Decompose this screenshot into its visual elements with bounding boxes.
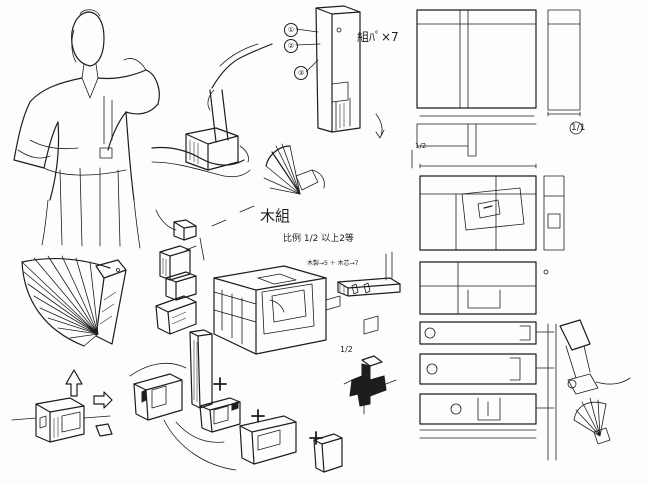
note-scale: 比例 1/2 以上2等 xyxy=(283,234,354,244)
figure-sketch xyxy=(13,9,160,249)
vertical-post-sketch xyxy=(295,5,385,139)
note-scale-4: 1/2 xyxy=(415,142,427,150)
elevation-view-2 xyxy=(419,163,565,315)
elevation-view-1 xyxy=(416,9,583,157)
assembly-pieces-sketch xyxy=(129,329,343,473)
note-scale-3: 1/1 xyxy=(571,123,586,133)
arrows-sketch xyxy=(65,369,113,409)
note-kumiko: 組ﾊﾟ×7 xyxy=(357,30,399,44)
box-assembly-sketch xyxy=(213,265,379,355)
note-scale-2: 1/2 xyxy=(340,345,353,354)
small-fan-sketch xyxy=(263,143,325,195)
hand-holding-block-sketch xyxy=(151,43,273,178)
block-pieces-sketch xyxy=(155,237,205,335)
note-kigumi: 木組 xyxy=(260,207,291,225)
large-fan-sketch xyxy=(21,255,127,347)
marker-2: ② xyxy=(284,39,298,53)
clamp-sketch xyxy=(155,205,255,241)
cross-joint-sketch xyxy=(343,355,397,415)
marker-1: ① xyxy=(284,23,298,37)
marker-3: ③ xyxy=(294,66,308,80)
hinge-sketch xyxy=(337,251,401,297)
note-parts: 木製→5 ＋ 木芯→7 xyxy=(307,260,359,267)
bottom-clamp-sketch xyxy=(11,397,113,443)
exploded-view-drawing xyxy=(419,319,631,461)
